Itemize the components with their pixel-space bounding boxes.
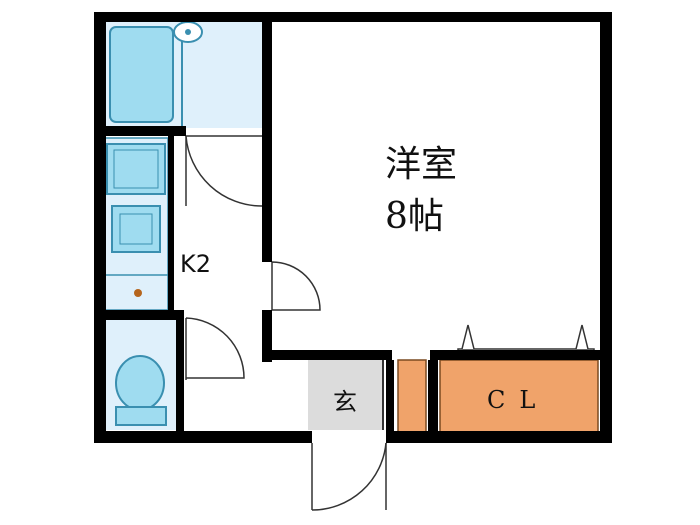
stove-dot-icon (134, 289, 142, 297)
kitchen-sink-basin (113, 149, 159, 189)
entrance-area (308, 360, 383, 430)
closet-label: CL (487, 386, 549, 414)
western-room-name: 洋室 (385, 144, 457, 185)
entrance-label: 玄 (333, 388, 357, 416)
walls (94, 12, 612, 443)
closet-side (397, 359, 427, 433)
door-swings (185, 135, 387, 511)
bath-door-icon (185, 135, 263, 207)
bath-drain-icon (185, 29, 191, 35)
closet (439, 359, 599, 433)
toilet-door-icon (185, 317, 245, 380)
front-door-icon (311, 442, 387, 511)
toilet-tank-icon (115, 406, 167, 426)
room-door-icon (271, 261, 321, 311)
closet-door-left-icon (461, 324, 475, 350)
western-room-size: 8帖 (385, 196, 444, 237)
toilet-bowl-icon (115, 355, 165, 411)
stove-inner (119, 213, 153, 245)
kitchen-label: K2 (180, 250, 211, 278)
bathtub (109, 26, 174, 123)
closet-door-right-icon (575, 324, 589, 350)
